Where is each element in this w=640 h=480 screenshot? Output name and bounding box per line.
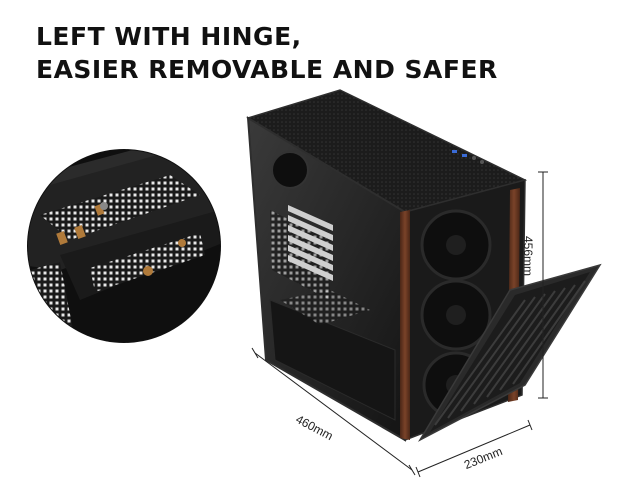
wood-trim-left bbox=[400, 210, 410, 440]
psu-shroud bbox=[269, 299, 396, 421]
io-button-icon bbox=[472, 156, 476, 160]
width-dimension-line bbox=[417, 424, 531, 473]
io-button-icon bbox=[480, 160, 484, 164]
rear-fan-icon bbox=[271, 151, 309, 189]
hinge-detail-zoom bbox=[27, 149, 221, 343]
headline-line-1: LEFT WITH HINGE, bbox=[36, 22, 302, 51]
hinge-pin-icon bbox=[56, 230, 68, 246]
hinged-front-panel bbox=[417, 263, 602, 442]
height-dimension-label: 456mm bbox=[521, 236, 535, 277]
hinge-screw-icon bbox=[143, 266, 153, 276]
expansion-slots bbox=[288, 205, 333, 281]
headline-line-2: EASIER REMOVABLE AND SAFER bbox=[36, 55, 498, 84]
io-button-icon bbox=[462, 154, 467, 157]
depth-dimension-line bbox=[254, 352, 413, 471]
io-button-icon bbox=[452, 150, 457, 153]
hinge-pin-icon bbox=[74, 224, 86, 240]
dimension-lines bbox=[251, 171, 548, 478]
hinge-screw-icon bbox=[178, 239, 186, 247]
